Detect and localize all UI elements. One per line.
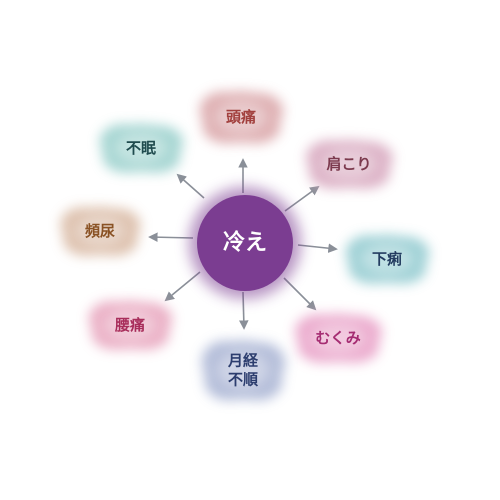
center-node: 冷え	[189, 187, 301, 299]
symptom-frequent-urination: 頻尿	[60, 206, 141, 256]
symptom-stiff-shoulders: 肩こり	[306, 139, 393, 189]
symptom-swelling: むくみ	[295, 313, 382, 363]
symptom-insomnia: 不眠	[99, 123, 184, 173]
headache-label: 頭痛	[226, 108, 256, 126]
back-pain-label: 腰痛	[114, 316, 145, 334]
swelling-label: むくみ	[315, 329, 361, 347]
diarrhea-label: 下痢	[372, 250, 402, 268]
irregular-period-label: 不順	[228, 371, 259, 389]
center-circle	[197, 195, 293, 291]
stiff-shoulders-arrow	[284, 185, 320, 212]
center-label: 冷え	[223, 230, 267, 256]
frequent-urination-arrow	[148, 232, 194, 242]
stiff-shoulders-label: 肩こり	[326, 155, 371, 173]
arrows	[148, 158, 338, 330]
symptom-back-pain: 腰痛	[88, 300, 173, 350]
diarrhea-arrow	[297, 243, 338, 253]
swelling-arrow	[283, 277, 317, 311]
frequent-urination-label: 頻尿	[85, 222, 115, 240]
symptom-diarrhea: 下痢	[345, 234, 430, 284]
insomnia-arrow	[176, 173, 205, 199]
insomnia-label: 不眠	[126, 139, 156, 157]
irregular-period-label: 月経	[227, 352, 259, 370]
back-pain-arrow	[164, 271, 201, 302]
symptom-headache: 頭痛	[199, 91, 284, 144]
